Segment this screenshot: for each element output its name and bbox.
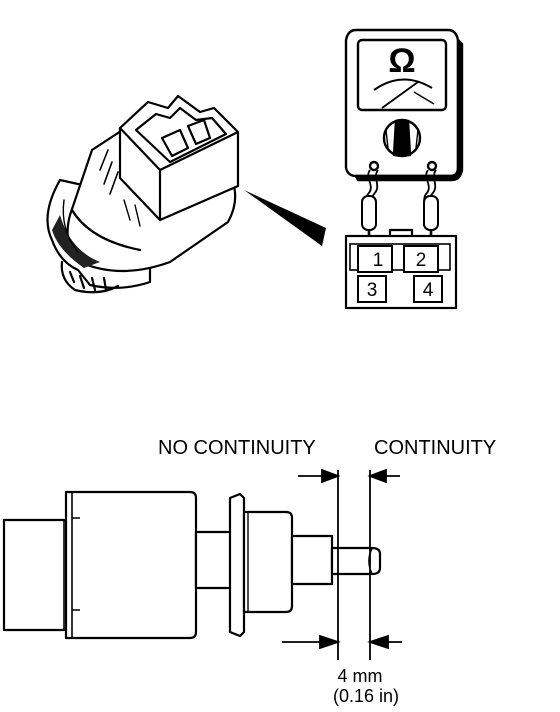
ohm-symbol: Ω (388, 42, 415, 80)
pointer-wedge (244, 190, 326, 246)
no-continuity-label: NO CONTINUITY (158, 437, 316, 459)
test-probes (361, 195, 439, 250)
switch-perspective-illustration (46, 94, 240, 294)
continuity-label: CONTINUITY (374, 437, 496, 459)
pin-1: 1 (373, 250, 384, 271)
switch-side-view (2, 490, 382, 640)
dimension-lines (282, 468, 402, 660)
ohmmeter (344, 28, 464, 182)
pin-2: 2 (416, 250, 427, 271)
pin-4: 4 (423, 280, 434, 301)
pin-3: 3 (367, 280, 378, 301)
dimension-mm-label: 4 mm (338, 666, 383, 686)
dimension-in-label: (0.16 in) (333, 686, 399, 706)
connector-pin-cells (357, 245, 443, 303)
